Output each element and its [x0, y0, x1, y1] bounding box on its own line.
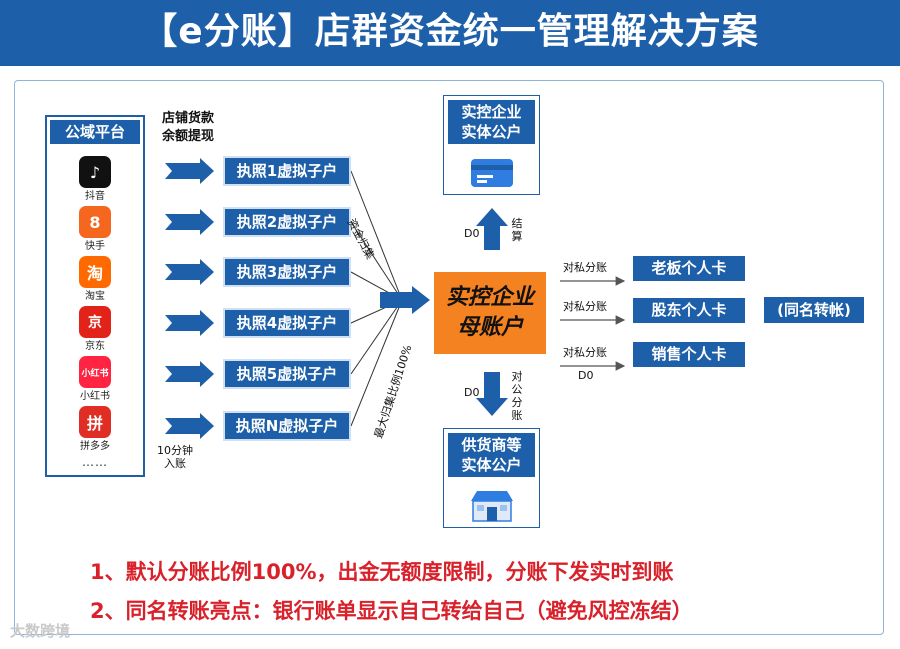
- minutes-label: 10分钟 入账: [157, 444, 193, 470]
- public-split-label: 对公分账: [511, 370, 523, 422]
- platform-label: 抖音: [85, 191, 105, 202]
- taobao-icon: 淘: [79, 256, 111, 288]
- platform-label: 京东: [85, 341, 105, 352]
- sub-account-1: 执照1虚拟子户: [225, 158, 349, 184]
- sub-account-5: 执照5虚拟子户: [225, 361, 349, 387]
- platform-label: 拼多多: [80, 441, 110, 452]
- inflow-arrow: [165, 209, 214, 235]
- platform-label: 淘宝: [85, 291, 105, 302]
- page-title: 【e分账】店群资金统一管理解决方案: [141, 11, 759, 52]
- platform-label: 快手: [85, 241, 105, 252]
- platform-jd: 京 京东: [47, 306, 143, 353]
- parent-account: 实控企业 母账户: [434, 272, 546, 354]
- parent-account-line2: 母账户: [456, 315, 523, 340]
- parent-account-line1: 实控企业: [445, 285, 534, 310]
- d0-private-label: D0: [578, 369, 594, 382]
- private-split-label-1: 对私分账: [563, 261, 607, 274]
- card-sales: 销售个人卡: [633, 342, 745, 367]
- platform-douyin: ♪ 抖音: [47, 156, 143, 203]
- entity-account-title: 实控企业 实体公户: [448, 100, 535, 144]
- platform-panel-title: 公域平台: [50, 120, 140, 144]
- collect-arrow: [380, 286, 430, 314]
- withdraw-label: 店铺货款 余额提现: [161, 111, 214, 144]
- douyin-icon: ♪: [79, 156, 111, 188]
- platform-pinduoduo: 拼 拼多多: [47, 406, 143, 453]
- diagram-frame: [14, 80, 884, 635]
- settle-arrow: [476, 208, 508, 250]
- entity-account-box: 实控企业 实体公户: [443, 95, 540, 195]
- platform-taobao: 淘 淘宝: [47, 256, 143, 303]
- note-1: 1、默认分账比例100%，出金无额度限制，分账下发实时到账: [90, 560, 674, 584]
- inflow-arrow: [165, 310, 214, 336]
- sub-account-3: 执照3虚拟子户: [225, 259, 349, 285]
- card-icon: [471, 159, 513, 187]
- xiaohongshu-icon: 小红书: [79, 356, 111, 388]
- same-name-transfer: (同名转帐): [764, 297, 864, 323]
- card-boss: 老板个人卡: [633, 256, 745, 281]
- supplier-account-title: 供货商等 实体公户: [448, 433, 535, 477]
- sub-account-n: 执照N虚拟子户: [225, 413, 349, 439]
- sub-account-2: 执照2虚拟子户: [225, 209, 349, 235]
- jd-icon: 京: [79, 306, 111, 338]
- inflow-arrow: [165, 361, 214, 387]
- supplier-account-box: 供货商等 实体公户: [443, 428, 540, 528]
- inflow-arrows: [165, 158, 214, 439]
- watermark: 大数跨境: [10, 622, 71, 640]
- sub-account-4: 执照4虚拟子户: [225, 310, 349, 336]
- note-2: 2、同名转账亮点：银行账单显示自己转给自己（避免风控冻结）: [90, 599, 693, 623]
- store-icon: [471, 491, 513, 522]
- platform-panel: 公域平台 ♪ 抖音 8 快手 淘 淘宝 京 京东 小红书 小红书 拼 拼多多 ……: [45, 115, 145, 477]
- d0-top-label: D0: [464, 227, 480, 240]
- pinduoduo-icon: 拼: [79, 406, 111, 438]
- header-bar: 【e分账】店群资金统一管理解决方案: [0, 0, 900, 66]
- inflow-arrow: [165, 413, 214, 439]
- settle-label: 结算: [511, 217, 523, 243]
- more-platforms: ……: [82, 455, 108, 469]
- platform-xiaohongshu: 小红书 小红书: [47, 356, 143, 403]
- private-split-label-2: 对私分账: [563, 300, 607, 313]
- d0-bottom-label: D0: [464, 386, 480, 399]
- private-split-label-3: 对私分账: [563, 346, 607, 359]
- inflow-arrow: [165, 158, 214, 184]
- platform-kuaishou: 8 快手: [47, 206, 143, 253]
- platform-label: 小红书: [80, 391, 110, 402]
- public-split-arrow: [476, 372, 508, 416]
- card-shareholder: 股东个人卡: [633, 298, 745, 323]
- inflow-arrow: [165, 259, 214, 285]
- kuaishou-icon: 8: [79, 206, 111, 238]
